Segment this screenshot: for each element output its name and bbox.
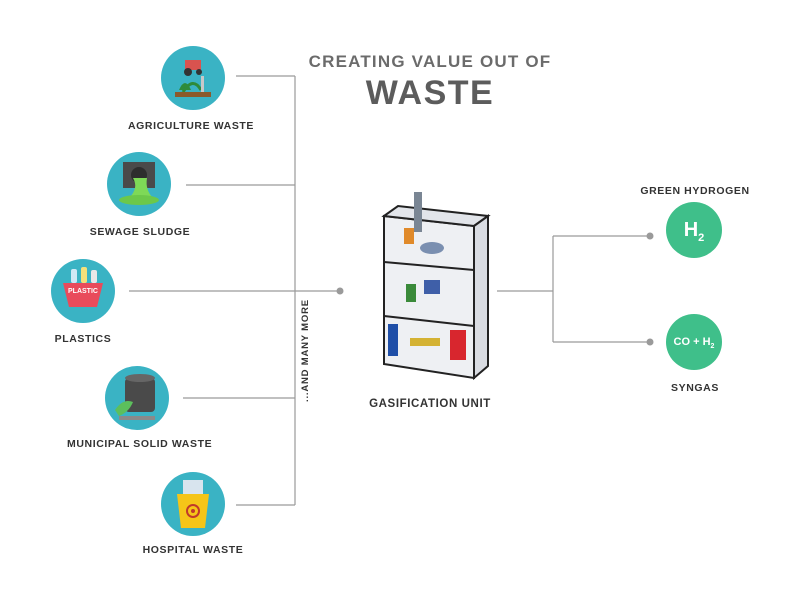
gasification-unit-label: GASIFICATION UNIT [369,398,491,410]
agriculture-waste-label: AGRICULTURE WASTE [127,120,255,132]
and-many-more-label: ...AND MANY MORE [300,299,311,402]
junction-dot-syngas [646,338,654,346]
plastic-badge-text: PLASTIC [68,288,98,295]
green-hydrogen-label: GREEN HYDROGEN [640,185,750,197]
title-line-2: WASTE [365,74,495,112]
syngas-label: SYNGAS [671,382,719,394]
municipal-solid-waste-icon [105,366,169,430]
syngas-icon: CO + H2 [666,314,722,370]
title-line-1: CREATING VALUE OUT OF [308,52,552,71]
hospital-waste-label: HOSPITAL WASTE [142,544,244,556]
junction-dot-input [336,287,344,295]
hydrogen-symbol: H [683,219,699,241]
hospital-waste-icon [161,472,225,536]
sewage-sludge-icon [107,152,171,216]
municipal-solid-waste-label: MUNICIPAL SOLID WASTE [67,438,213,450]
agriculture-waste-icon [161,46,225,110]
hydrogen-icon: H2 [666,202,722,258]
gasification-unit-illustration [381,192,491,381]
syngas-subscript: 2 [710,343,715,351]
junction-dot-hydrogen [646,232,654,240]
plastics-icon: PLASTIC [51,259,115,323]
sewage-sludge-label: SEWAGE SLUDGE [89,226,191,238]
plastics-label: PLASTICS [54,333,112,345]
syngas-symbol: CO + H [673,336,711,348]
hydrogen-subscript: 2 [698,232,705,244]
